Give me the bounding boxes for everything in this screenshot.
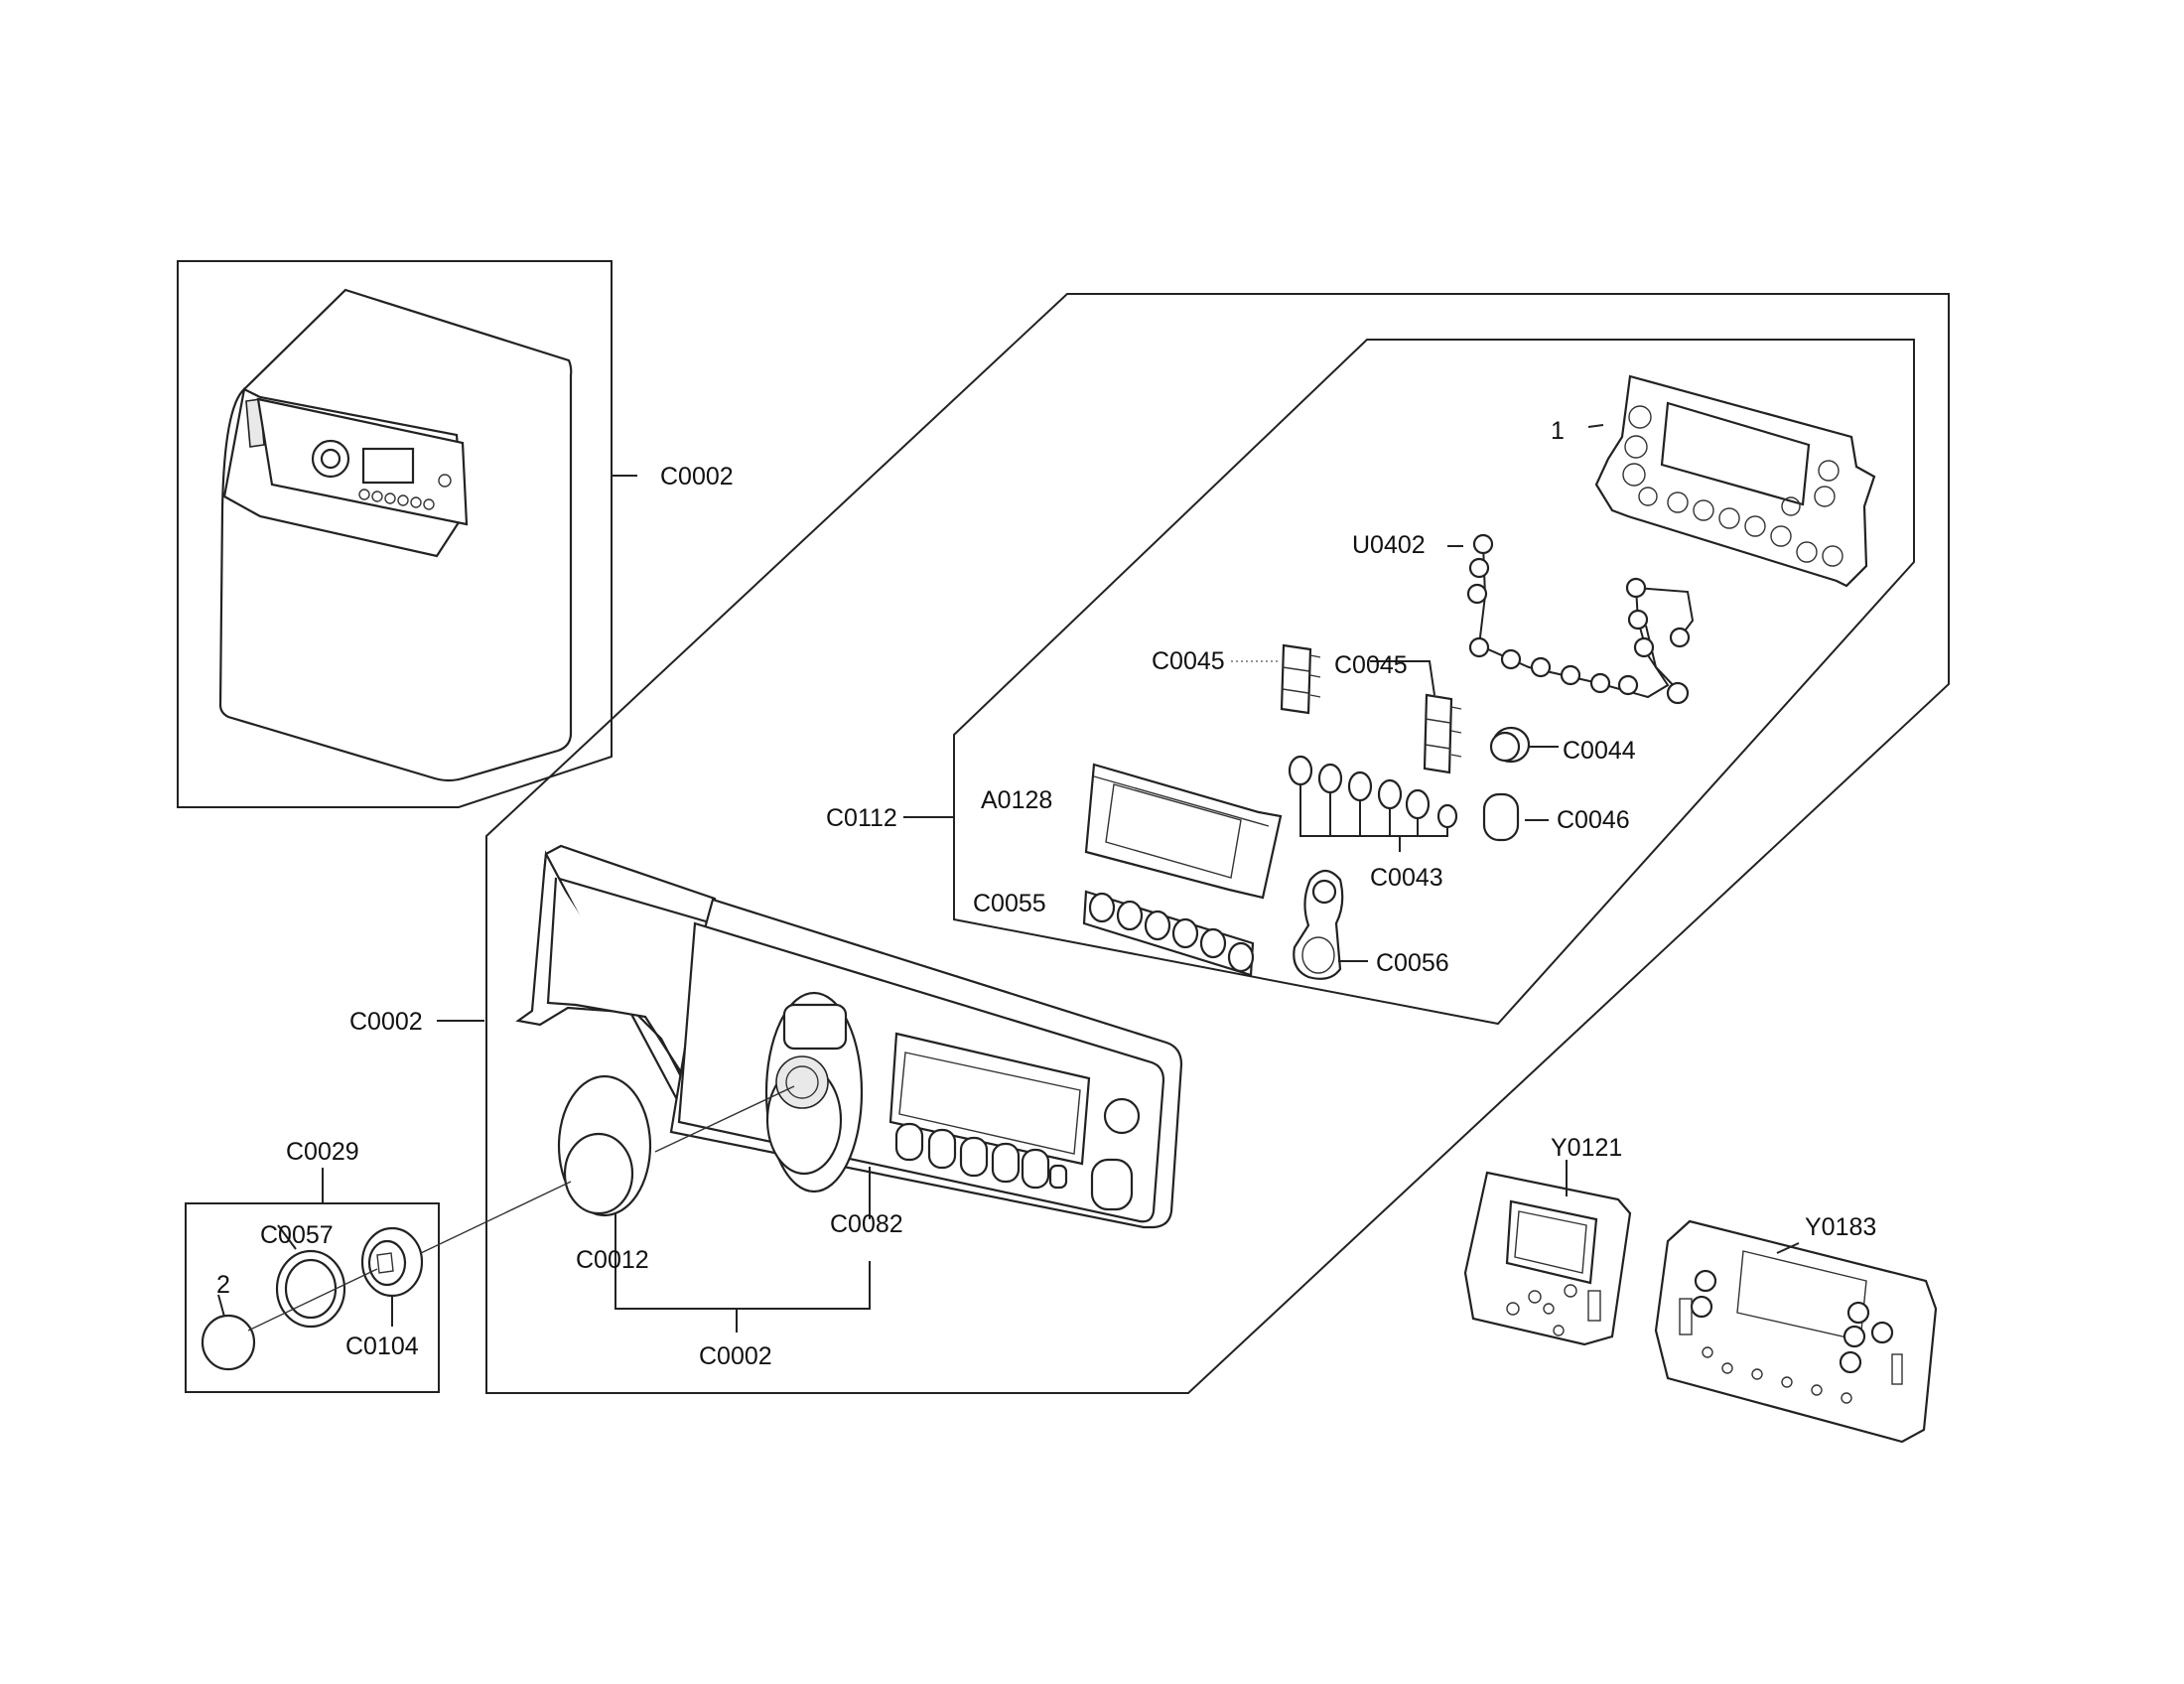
label-c0045-left: C0045 [1152, 647, 1225, 675]
label-c0002-bottom: C0002 [699, 1342, 772, 1370]
button-strip-c0055 [1082, 890, 1255, 977]
label-c0044: C0044 [1563, 737, 1636, 765]
label-u0402: U0402 [1352, 531, 1426, 559]
button-block-c0045-right [1423, 693, 1462, 774]
button-c0046 [1482, 792, 1520, 842]
label-c0043: C0043 [1370, 864, 1443, 892]
label-y0121: Y0121 [1551, 1134, 1622, 1162]
assembly-frames [177, 260, 1950, 1394]
frame-sub-assembly-c0112 [953, 339, 1915, 1026]
knob-kit-parts [201, 1226, 424, 1371]
leader-lines [217, 424, 1800, 1333]
pcb-y0183 [1654, 1219, 1938, 1444]
label-c0046: C0046 [1557, 806, 1630, 834]
frame-control-panel-assembly [485, 293, 1950, 1394]
label-a0128: A0128 [981, 786, 1052, 814]
dryer-illustration [218, 288, 573, 782]
label-c0055: C0055 [973, 890, 1046, 917]
label-c0012: C0012 [576, 1246, 649, 1274]
knob-bracket-c0056 [1293, 869, 1344, 980]
pcb-y0121 [1463, 1171, 1632, 1346]
part-labels: C0002 1 U0402 C0045 C0045 C0044 A0128 C0… [216, 417, 1876, 1370]
label-c0104: C0104 [345, 1333, 419, 1360]
label-c0057: C0057 [260, 1221, 334, 1249]
main-pcb-1 [1594, 374, 1876, 588]
buttons-c0043 [1288, 755, 1458, 829]
label-c0029: C0029 [286, 1138, 359, 1166]
label-y0183: Y0183 [1805, 1213, 1876, 1241]
label-1: 1 [1551, 417, 1565, 445]
display-window-a0128 [1084, 763, 1283, 900]
knob-cap-c0012 [557, 1074, 652, 1217]
button-block-c0045-left [1280, 643, 1321, 715]
frame-knob-kit-c0029 [185, 1202, 440, 1393]
label-c0002-left: C0002 [349, 1008, 423, 1036]
label-c0056: C0056 [1376, 949, 1449, 977]
frame-full-dryer [177, 260, 613, 808]
label-2: 2 [216, 1271, 230, 1299]
label-c0112: C0112 [826, 804, 897, 832]
control-panel-c0082 [515, 844, 1183, 1229]
label-c0002-top: C0002 [660, 463, 734, 491]
switch-harness-u0402 [1466, 533, 1695, 705]
label-c0082: C0082 [830, 1210, 903, 1238]
label-c0045-right: C0045 [1334, 651, 1408, 679]
button-c0044 [1489, 726, 1531, 764]
